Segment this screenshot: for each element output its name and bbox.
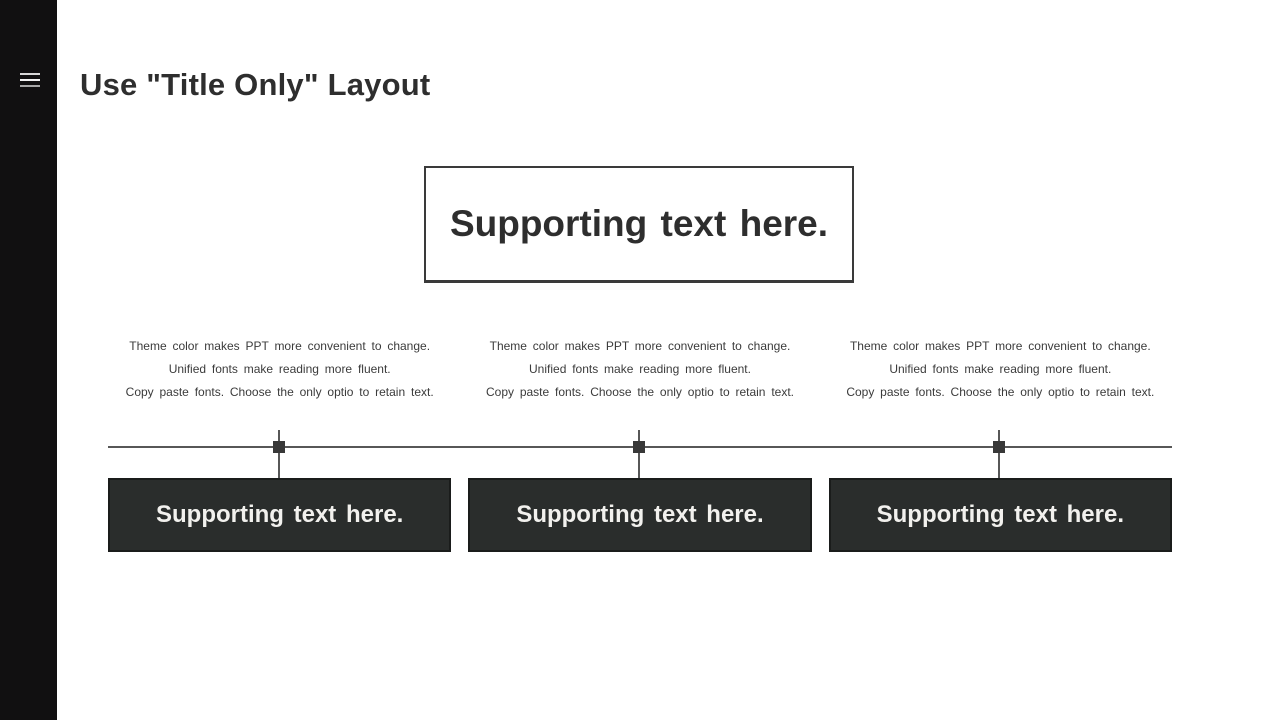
column-line: Theme color makes PPT more convenient to… (129, 339, 431, 353)
label-boxes-row: Supporting text here. Supporting text he… (108, 478, 1172, 552)
hamburger-bar (20, 79, 40, 81)
hero-box: Supporting text here. (424, 166, 854, 283)
hamburger-icon (20, 73, 40, 89)
timeline-tick-line (998, 430, 1000, 478)
label-box-text: Supporting text here. (876, 501, 1124, 528)
timeline-tick-line (278, 430, 280, 478)
columns-text-row: Theme color makes PPT more convenient to… (108, 335, 1172, 404)
timeline (108, 430, 1172, 478)
column-line: Copy paste fonts. Choose the only optio … (485, 385, 794, 399)
column-line: Copy paste fonts. Choose the only optio … (125, 385, 434, 399)
label-box-text: Supporting text here. (155, 501, 404, 528)
label-box-1: Supporting text here. (108, 478, 452, 552)
column-line: Theme color makes PPT more convenient to… (849, 339, 1151, 353)
label-box-text: Supporting text here. (516, 501, 764, 528)
column-paragraph-3: Theme color makes PPT more convenient to… (829, 335, 1172, 404)
sidebar (0, 0, 57, 720)
timeline-node-square (273, 441, 285, 453)
column-line: Unified fonts make reading more fluent. (529, 362, 751, 376)
column-line: Unified fonts make reading more fluent. (168, 362, 391, 376)
column-line: Unified fonts make reading more fluent. (889, 362, 1112, 376)
column-line: Copy paste fonts. Choose the only optio … (846, 385, 1155, 399)
hero-text: Supporting text here. (449, 203, 829, 244)
hamburger-bar (20, 73, 40, 75)
column-line: Theme color makes PPT more convenient to… (489, 339, 791, 353)
slide-title: Use "Title Only" Layout (80, 67, 431, 102)
menu-button[interactable] (14, 66, 46, 96)
column-paragraph-1: Theme color makes PPT more convenient to… (108, 335, 451, 404)
hamburger-bar (20, 85, 40, 87)
column-paragraph-2: Theme color makes PPT more convenient to… (468, 335, 811, 404)
timeline-node-square (993, 441, 1005, 453)
label-box-3: Supporting text here. (828, 478, 1172, 552)
label-box-2: Supporting text here. (468, 478, 812, 552)
timeline-node-square (633, 441, 645, 453)
timeline-tick-line (638, 430, 640, 478)
